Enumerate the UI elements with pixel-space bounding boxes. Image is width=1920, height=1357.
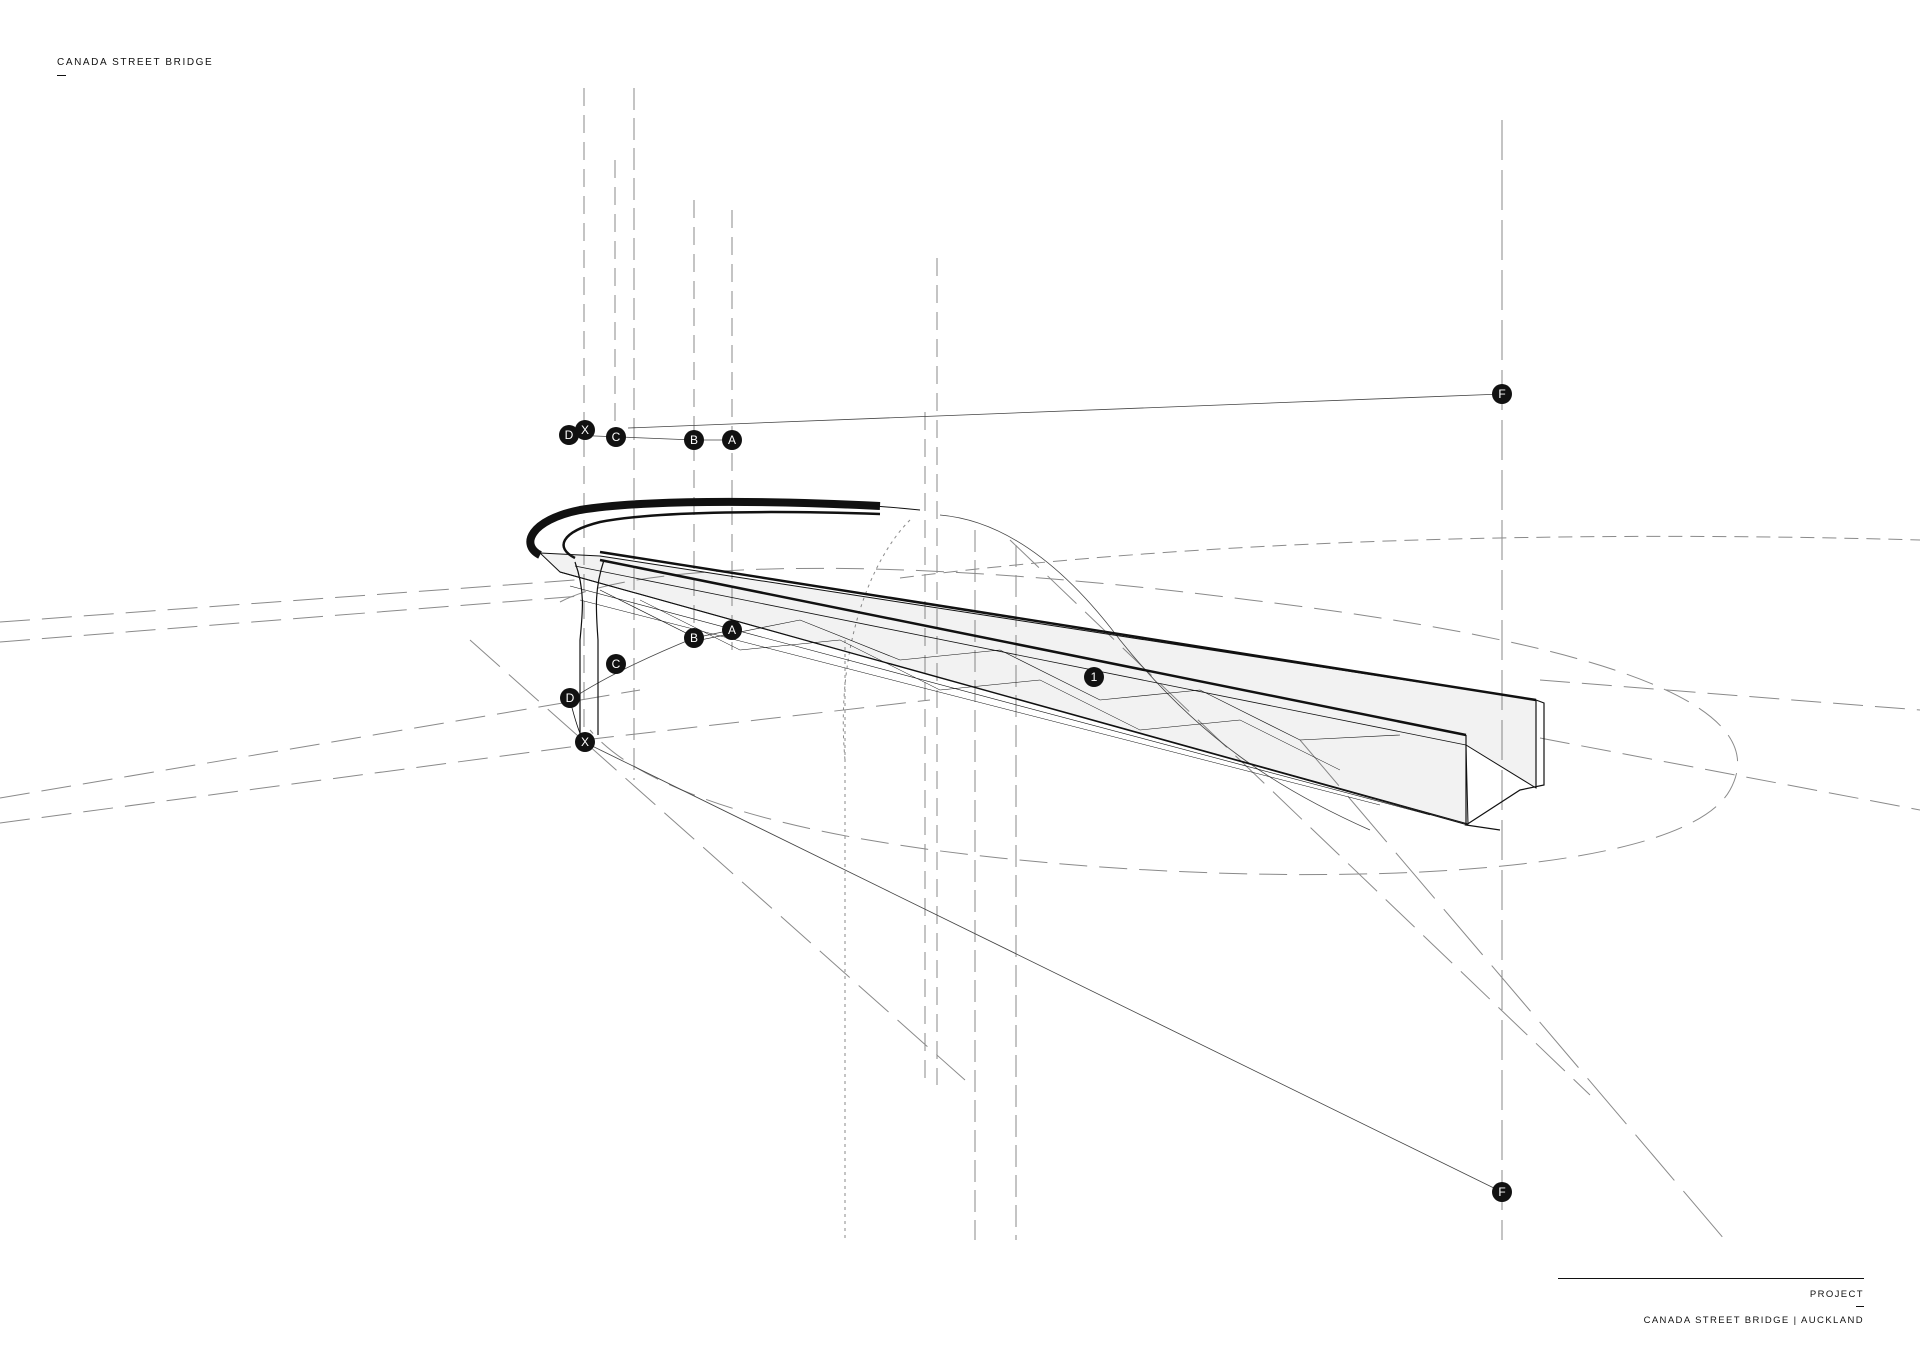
markers: F D X C B A B A — [559, 384, 1512, 1202]
svg-text:B: B — [690, 631, 698, 645]
marker-a-mid: A — [722, 620, 742, 640]
svg-text:F: F — [1498, 1185, 1505, 1199]
svg-text:C: C — [612, 430, 621, 444]
title-block-project-name: CANADA STREET BRIDGE | AUCKLAND — [1643, 1315, 1864, 1326]
construction-line — [1539, 679, 1920, 711]
page-title: CANADA STREET BRIDGE — [57, 57, 214, 68]
bridge-deck-curve — [526, 497, 881, 559]
marker-d-top: D — [559, 425, 579, 445]
svg-text:X: X — [581, 735, 589, 749]
title-block-rule — [1558, 1278, 1864, 1279]
marker-x-top: X — [575, 420, 595, 440]
construction-diagonal — [1299, 739, 1726, 1241]
bridge-structure — [526, 497, 1545, 831]
svg-text:D: D — [566, 691, 575, 705]
svg-text:F: F — [1498, 387, 1505, 401]
construction-line — [0, 689, 641, 799]
svg-text:A: A — [728, 623, 736, 637]
svg-text:B: B — [690, 433, 698, 447]
bridge-deck-curve-outer — [584, 499, 921, 511]
marker-f-top: F — [1492, 384, 1512, 404]
bridge-deck-main — [538, 552, 1537, 825]
construction-line — [0, 744, 586, 824]
marker-c-mid: C — [606, 654, 626, 674]
marker-1: 1 — [1084, 667, 1104, 687]
bridge-bracing — [639, 599, 1341, 771]
title-block: PROJECT CANADA STREET BRIDGE | AUCKLAND — [1558, 1278, 1864, 1338]
bridge-column — [574, 561, 584, 740]
marker-b-mid: B — [684, 628, 704, 648]
marker-c-top: C — [606, 427, 626, 447]
reference-curve — [569, 637, 695, 701]
bridge-rail — [599, 558, 1467, 737]
construction-ellipse — [559, 567, 1739, 876]
marker-a-top: A — [722, 430, 742, 450]
construction-line — [0, 579, 576, 623]
reference-curve — [939, 514, 1371, 831]
svg-text:1: 1 — [1091, 670, 1098, 684]
bridge-rail — [574, 565, 1467, 746]
marker-d-mid: D — [560, 688, 580, 708]
construction-curve — [842, 519, 911, 761]
page-title-dash — [57, 75, 66, 76]
reference-line-bottom — [583, 741, 1503, 1193]
construction-line — [1539, 737, 1920, 811]
svg-text:X: X — [581, 423, 589, 437]
construction-line — [583, 699, 931, 741]
construction-diagonal — [1009, 539, 1591, 1096]
construction-diagonal — [469, 639, 966, 1081]
reference-line-top — [627, 393, 1503, 429]
svg-text:D: D — [565, 428, 574, 442]
bridge-end-frame — [1464, 699, 1545, 831]
construction-line — [0, 595, 581, 643]
bridge-rail — [559, 571, 1469, 826]
title-block-dash — [1856, 1306, 1864, 1307]
bridge-deck-curve-inner — [562, 510, 881, 560]
bridge-column — [595, 559, 605, 735]
marker-x-bottom: X — [575, 732, 595, 752]
svg-text:A: A — [728, 433, 736, 447]
construction-arc — [899, 535, 1920, 579]
marker-f-bottom: F — [1492, 1182, 1512, 1202]
bridge-rail — [579, 599, 1381, 806]
marker-b-top: B — [684, 430, 704, 450]
reference-lines — [569, 393, 1503, 1193]
svg-text:C: C — [612, 657, 621, 671]
bridge-rail — [599, 550, 1537, 702]
title-block-label: PROJECT — [1809, 1289, 1864, 1300]
bridge-rail — [569, 585, 1431, 816]
